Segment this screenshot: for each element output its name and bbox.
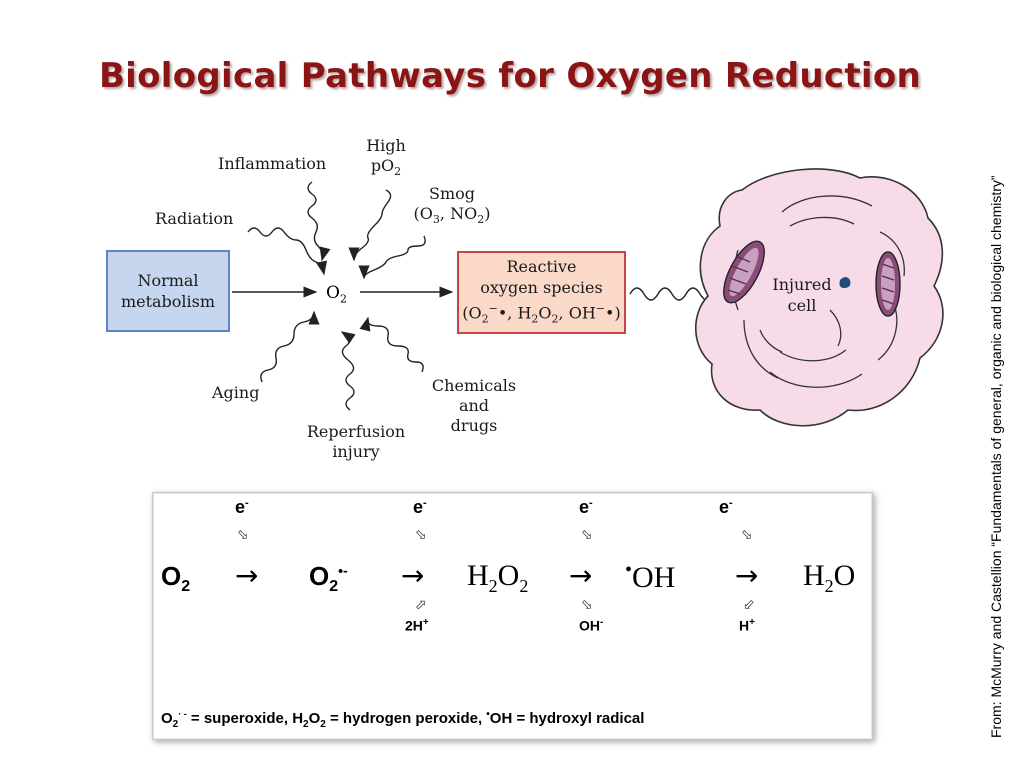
electron-2: e- [413, 497, 427, 517]
electron-1-arrow-icon: ⬂ [237, 527, 249, 543]
species-hydroxyl: •OH [625, 559, 676, 594]
label-smog: Smog (O3, NO2) [413, 184, 491, 227]
normal-metabolism-line1: Normal [137, 271, 199, 290]
ros-line3: (O2−•, H2O2, OH−•) [462, 301, 621, 326]
reaction-arrow-4: → [735, 559, 759, 592]
label-reperfusion: Reperfusion injury [306, 422, 406, 461]
normal-metabolism-line2: metabolism [120, 292, 216, 311]
mitochondrion-right [875, 251, 901, 317]
species-h2o: H2O [803, 559, 856, 596]
label-aging: Aging [212, 383, 260, 402]
label-inflammation: Inflammation [218, 154, 327, 173]
hplus-arrow-icon: ⬃ [743, 597, 755, 613]
injured-cell-graphic [694, 168, 944, 427]
inflammation-wave [307, 181, 331, 262]
hydroxide-ion: OH- [579, 617, 604, 634]
chemicals-wave [359, 316, 424, 373]
electron-3-arrow-icon: ⬂ [581, 527, 593, 543]
species-legend: O2· - = superoxide, H2O2 = hydrogen pero… [161, 709, 645, 730]
smog-wave [358, 235, 426, 280]
reaction-arrow-1: → [235, 559, 259, 592]
electron-4-arrow-icon: ⬂ [741, 527, 753, 543]
two-protons: 2H+ [405, 617, 429, 634]
proton-arrow-icon: ⬀ [415, 597, 427, 613]
radiation-wave [247, 227, 328, 276]
reaction-arrow-2: → [401, 559, 425, 592]
center-o2: O2 [326, 283, 347, 306]
high-po2-wave [348, 189, 392, 262]
electron-1: e- [235, 497, 249, 517]
reaction-arrow-3: → [569, 559, 593, 592]
ros-line2: oxygen species [480, 277, 603, 297]
species-superoxide: O2•- [309, 561, 348, 596]
label-radiation: Radiation [155, 209, 234, 228]
slide-title: Biological Pathways for Oxygen Reduction [98, 56, 922, 96]
electron-2-arrow-icon: ⬂ [415, 527, 427, 543]
electron-4: e- [719, 497, 733, 517]
label-high-po2: High pO2 [366, 136, 406, 179]
reaction-panel: e- e- e- e- ⬂ ⬂ ⬂ ⬂ O2 → O2•- → H2O2 → •… [152, 492, 873, 740]
species-o2: O2 [161, 561, 191, 596]
normal-metabolism-box: Normal metabolism [106, 250, 230, 332]
electron-3: e- [579, 497, 593, 517]
species-h2o2: H2O2 [467, 559, 529, 596]
diagram-graphics [232, 168, 944, 427]
label-injured-cell: Injured cell [772, 275, 832, 315]
hydroxide-arrow-icon: ⬂ [581, 597, 593, 613]
mitochondrion-left [723, 240, 765, 304]
proton: H+ [739, 617, 755, 634]
label-chemicals: Chemicals and drugs [431, 376, 517, 435]
nucleus-dot [839, 277, 851, 288]
reperfusion-wave [340, 331, 356, 411]
aging-wave [260, 310, 320, 383]
ros-line1: Reactive [506, 256, 577, 276]
ros-box: Reactive oxygen species (O2−•, H2O2, OH−… [457, 251, 626, 334]
